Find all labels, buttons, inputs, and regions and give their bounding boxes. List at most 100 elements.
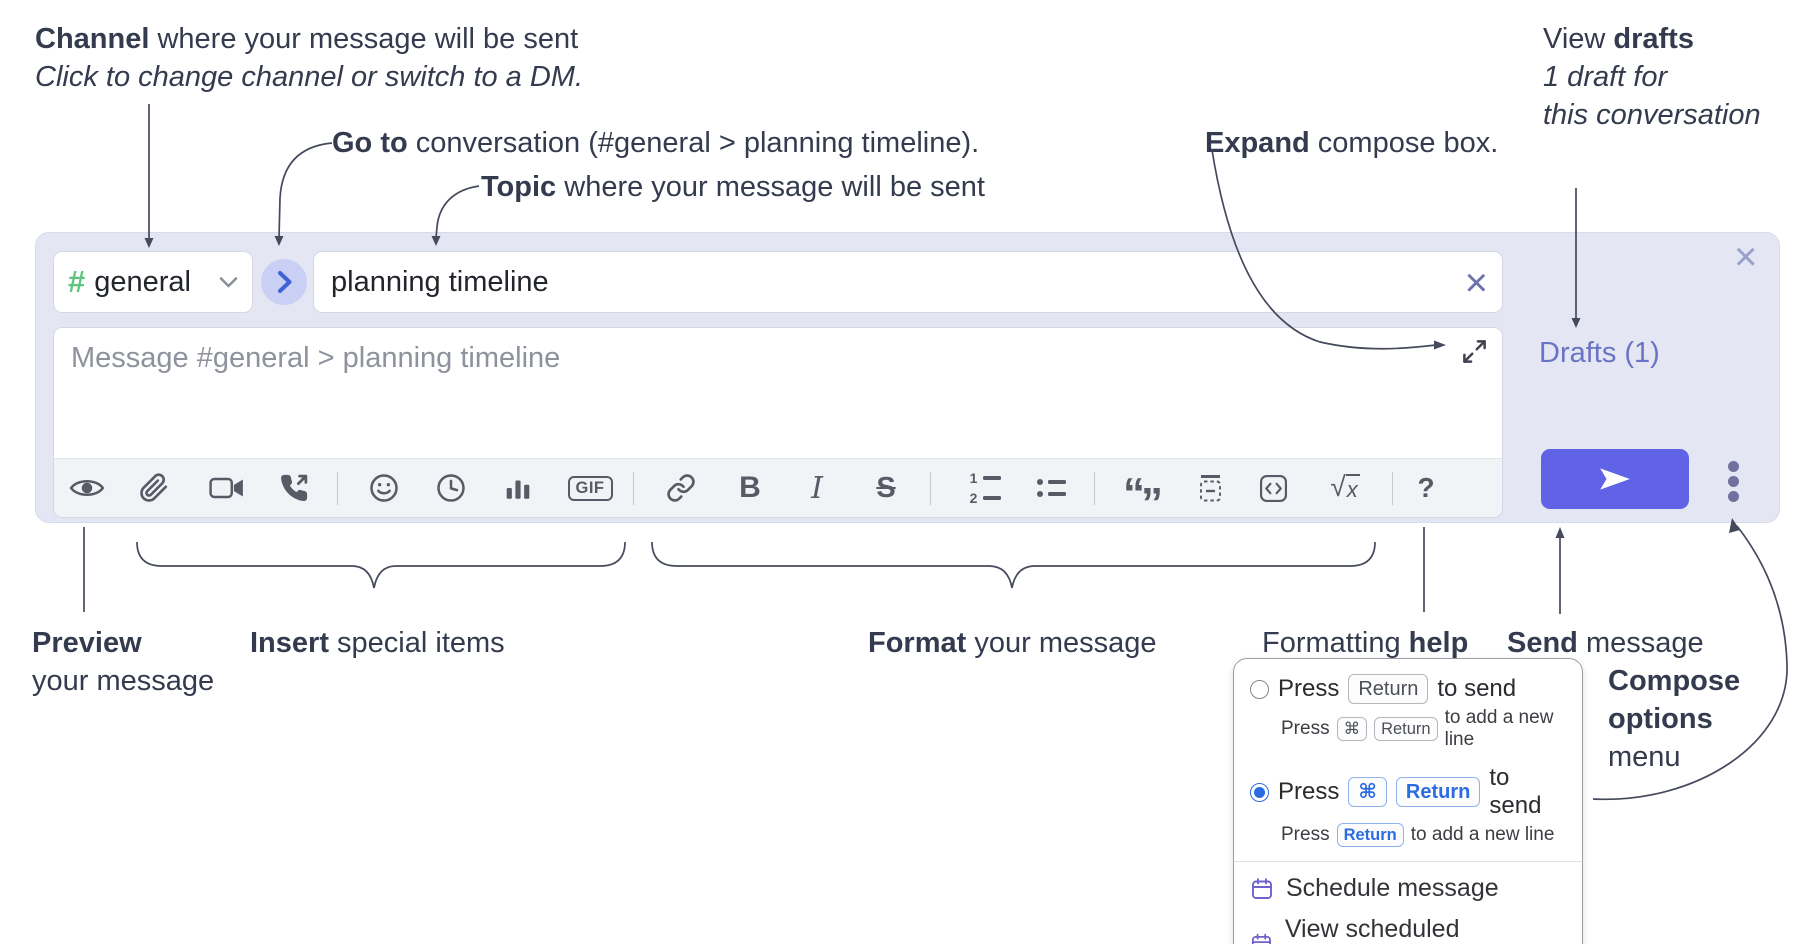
expand-annotation: Expand compose box. bbox=[1205, 124, 1498, 162]
strikethrough-button[interactable]: S bbox=[864, 459, 908, 517]
menu-text: Press bbox=[1278, 778, 1340, 805]
goto-annotation: Go to conversation (#general > planning … bbox=[332, 124, 979, 162]
go-to-conversation-button[interactable] bbox=[261, 259, 307, 305]
ellipsis-icon bbox=[1727, 475, 1739, 487]
menu-subtext: to add a new line bbox=[1444, 707, 1554, 750]
menu-subtext: Press bbox=[1281, 718, 1330, 739]
drafts-annotation-line1: View drafts bbox=[1543, 20, 1694, 58]
return-key: Return bbox=[1395, 777, 1481, 807]
preview-button[interactable] bbox=[65, 459, 109, 517]
goto-annotation-rest: conversation (#general > planning timeli… bbox=[407, 127, 980, 159]
schedule-message-label: Schedule message bbox=[1286, 874, 1499, 903]
code-button[interactable] bbox=[1251, 459, 1295, 517]
menu-divider bbox=[1234, 861, 1582, 863]
return-key: Return bbox=[1336, 823, 1404, 848]
compose-box: # general × bbox=[35, 232, 1780, 528]
attach-file-button[interactable] bbox=[132, 459, 176, 517]
clock-icon bbox=[437, 474, 465, 502]
voice-call-button[interactable] bbox=[272, 459, 316, 517]
topic-annotation: Topic where your message will be sent bbox=[481, 168, 985, 206]
drafts-annotation-bold: drafts bbox=[1613, 23, 1694, 55]
format-annotation-rest: your message bbox=[966, 627, 1157, 659]
strikethrough-icon: S bbox=[876, 471, 896, 504]
compose-options-button[interactable] bbox=[1718, 457, 1748, 505]
channel-annotation-bold: Channel bbox=[35, 23, 150, 55]
help-annotation-bold: help bbox=[1408, 627, 1469, 659]
menu-subtext: Press bbox=[1281, 824, 1330, 846]
schedule-time-button[interactable] bbox=[429, 459, 473, 517]
italic-button[interactable]: I bbox=[795, 459, 839, 517]
expand-annotation-bold: Expand bbox=[1205, 127, 1310, 159]
schedule-message-item[interactable]: Schedule message bbox=[1234, 868, 1582, 909]
send-annotation-bold: Send bbox=[1507, 627, 1578, 659]
topic-clear-icon[interactable]: × bbox=[1464, 261, 1488, 305]
format-annotation-bold: Format bbox=[868, 627, 967, 659]
help-annotation-pre: Formatting bbox=[1262, 627, 1409, 659]
link-icon bbox=[667, 474, 695, 502]
view-scheduled-messages-label: View scheduled messages bbox=[1284, 915, 1460, 944]
compose-toolbar: GIF B I S 1 2 bbox=[53, 458, 1503, 528]
poll-button[interactable] bbox=[496, 459, 540, 517]
calendar-icon bbox=[1252, 878, 1272, 899]
smiley-icon bbox=[370, 474, 398, 502]
goto-annotation-bold: Go to bbox=[332, 127, 408, 159]
quote-button[interactable]: “” bbox=[1121, 459, 1165, 528]
bar-chart-icon bbox=[506, 480, 530, 499]
message-input[interactable] bbox=[54, 328, 1502, 458]
help-annotation: Formatting help bbox=[1262, 624, 1468, 662]
topic-input-wrap: × bbox=[313, 251, 1503, 313]
link-button[interactable] bbox=[659, 459, 703, 517]
expand-compose-button[interactable] bbox=[1461, 338, 1488, 370]
view-scheduled-messages-item[interactable]: View scheduled messages bbox=[1234, 909, 1582, 944]
toolbar-divider bbox=[1094, 472, 1095, 505]
channel-hash-icon: # bbox=[68, 264, 86, 299]
video-call-button[interactable] bbox=[205, 459, 249, 517]
drafts-annotation-pre: View bbox=[1543, 23, 1614, 55]
channel-annotation-line1: Channel where your message will be sent bbox=[35, 20, 578, 58]
video-camera-icon bbox=[209, 477, 243, 499]
cmd-enter-sends-subtext: Press Return to add a new line bbox=[1234, 823, 1582, 855]
ellipsis-icon bbox=[1727, 490, 1739, 502]
italic-icon: I bbox=[811, 470, 823, 506]
bold-button[interactable]: B bbox=[728, 459, 772, 517]
numbered-list-button[interactable]: 1 2 bbox=[963, 459, 1007, 517]
gif-button[interactable]: GIF bbox=[567, 459, 613, 517]
cmd-key: ⌘ bbox=[1348, 777, 1387, 807]
insert-annotation: Insert special items bbox=[250, 624, 505, 662]
compose-options-line3: menu bbox=[1608, 741, 1681, 773]
topic-input[interactable] bbox=[314, 252, 1502, 312]
preview-annotation-bold: Preview bbox=[32, 627, 142, 659]
drafts-link[interactable]: Drafts (1) bbox=[1539, 337, 1660, 369]
topic-annotation-bold: Topic bbox=[481, 171, 557, 203]
enter-sends-option[interactable]: Press Return to send bbox=[1234, 669, 1582, 707]
formatting-help-button[interactable]: ? bbox=[1404, 459, 1448, 517]
send-annotation-rest: message bbox=[1577, 627, 1704, 659]
eye-icon bbox=[69, 480, 105, 496]
spoiler-icon bbox=[1199, 474, 1221, 501]
bold-icon: B bbox=[739, 471, 761, 504]
numbered-list-icon: 1 2 bbox=[969, 471, 1001, 505]
spoiler-button[interactable] bbox=[1188, 459, 1232, 517]
insert-annotation-bold: Insert bbox=[250, 627, 329, 659]
send-annotation: Send message bbox=[1507, 624, 1704, 662]
quote-icon: “” bbox=[1123, 469, 1163, 528]
radio-unselected-icon[interactable] bbox=[1250, 679, 1269, 699]
send-button[interactable] bbox=[1541, 449, 1689, 509]
math-icon: √x bbox=[1330, 471, 1360, 503]
preview-annotation-line2: your message bbox=[32, 665, 215, 697]
channel-selector[interactable]: # general bbox=[53, 251, 253, 313]
toolbar-divider bbox=[337, 472, 338, 505]
cmd-enter-sends-option[interactable]: Press ⌘ Return to send bbox=[1234, 759, 1582, 823]
chevron-down-icon bbox=[219, 277, 238, 288]
paperclip-icon bbox=[140, 473, 168, 502]
math-button[interactable]: √x bbox=[1323, 459, 1367, 517]
close-compose-icon[interactable]: × bbox=[1734, 235, 1758, 279]
radio-selected-icon[interactable] bbox=[1250, 782, 1269, 802]
emoji-button[interactable] bbox=[362, 459, 406, 517]
compose-options-menu: Press Return to send Press ⌘ Return to a… bbox=[1233, 658, 1583, 944]
code-icon bbox=[1259, 474, 1287, 502]
channel-annotation-rest: where your message will be sent bbox=[149, 23, 579, 55]
bulleted-list-icon bbox=[1036, 479, 1066, 497]
bulleted-list-button[interactable] bbox=[1029, 459, 1073, 517]
